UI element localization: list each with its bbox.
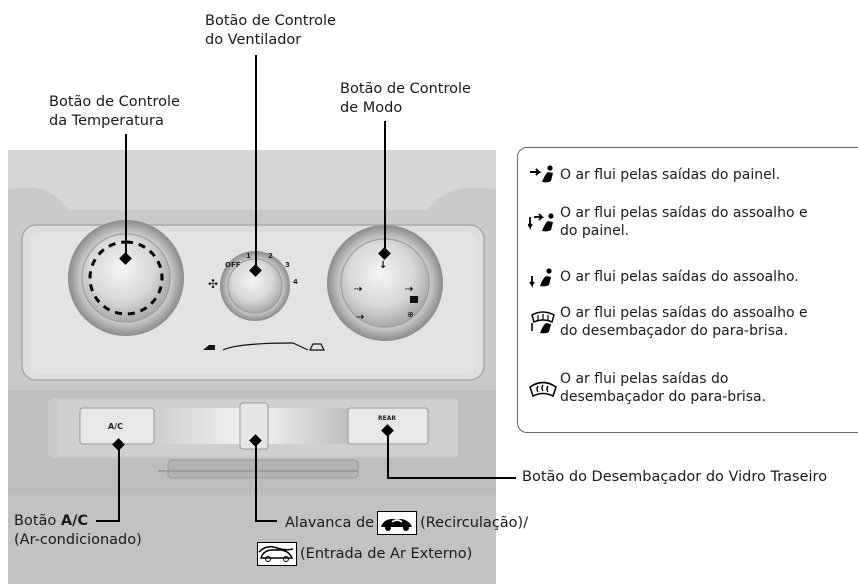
legend-text-floor-defrost-line1: O ar flui pelas saídas do assoalho e	[560, 305, 808, 321]
legend-item-floor-defrost: O ar flui pelas saídas do assoalho e do …	[528, 304, 808, 340]
fan-level-4-label: 4	[293, 278, 298, 286]
fan-off-label: OFF	[225, 261, 241, 269]
legend-text-dash: O ar flui pelas saídas do painel.	[560, 167, 781, 183]
lever-callout-prefix: Alavanca de	[285, 514, 375, 531]
rear-defrost-callout: Botão do Desembaçador do Vidro Traseiro	[522, 469, 828, 485]
rear-defrost-leader-vertical	[387, 430, 389, 478]
legend-item-defrost: O ar flui pelas saídas do desembaçador d…	[528, 370, 766, 406]
legend-text-defrost: O ar flui pelas saídas do desembaçador d…	[560, 370, 766, 406]
legend-text-floor-defrost-line2: do desembaçador do para-brisa.	[560, 323, 788, 339]
fresh-air-icon	[257, 542, 297, 566]
svg-text:⇢: ⇢	[354, 284, 362, 295]
legend-text-floor-dash-line1: O ar flui pelas saídas do assoalho e	[560, 205, 808, 221]
legend-text-floor-dash: O ar flui pelas saídas do assoalho e do …	[560, 204, 808, 240]
ac-callout-line2: (Ar-condicionado)	[14, 532, 142, 548]
windshield-defrost-icon	[529, 381, 557, 398]
svg-text:↓: ↓	[379, 260, 387, 271]
climate-control-panel: ✣ ↓ ⇢ ⇢ ⇢ ⊕	[8, 150, 496, 584]
mode-leader-line	[384, 121, 386, 251]
fan-level-1-label: 1	[246, 252, 251, 260]
fan-control-callout: Botão de Controle do Ventilador	[205, 12, 336, 50]
ac-leader-vertical	[118, 444, 120, 522]
svg-text:⇢: ⇢	[405, 284, 413, 295]
ac-callout-line1: Botão A/C	[14, 512, 142, 531]
floor-vent-icon	[529, 268, 552, 288]
lever-leader-horizontal	[255, 520, 277, 522]
fan-callout-line2: do Ventilador	[205, 32, 302, 48]
mode-control-callout: Botão de Controle de Modo	[340, 80, 471, 118]
mode-callout-line1: Botão de Controle	[340, 81, 471, 97]
svg-text:⇢: ⇢	[356, 312, 364, 323]
temperature-leader-line	[125, 134, 127, 258]
ac-button-label: A/C	[108, 422, 123, 431]
svg-text:✣: ✣	[208, 277, 218, 291]
fan-level-2-label: 2	[268, 252, 273, 260]
rear-defrost-leader-horizontal	[387, 477, 516, 479]
ac-leader-horizontal	[96, 520, 120, 522]
lever-callout-fresh: (Entrada de Ar Externo)	[300, 545, 473, 562]
svg-text:⊕: ⊕	[407, 310, 414, 319]
legend-text-floor: O ar flui pelas saídas do assoalho.	[560, 269, 799, 285]
fan-level-3-label: 3	[285, 261, 290, 269]
lever-callout-line2: (Entrada de Ar Externo)	[257, 542, 472, 566]
legend-text-floor-dash-line2: do painel.	[560, 223, 630, 239]
legend-item-dash: O ar flui pelas saídas do painel.	[528, 162, 780, 188]
ac-callout-prefix: Botão	[14, 513, 61, 529]
legend-item-floor: O ar flui pelas saídas do assoalho.	[528, 264, 799, 290]
floor-defrost-icon	[531, 311, 555, 334]
fan-callout-line1: Botão de Controle	[205, 13, 336, 29]
legend-item-floor-dash: O ar flui pelas saídas do assoalho e do …	[528, 204, 808, 240]
recirculation-icon	[377, 511, 418, 535]
ac-callout: Botão A/C (Ar-condicionado)	[14, 512, 142, 550]
mode-callout-line2: de Modo	[340, 100, 403, 116]
ac-callout-bold: A/C	[60, 513, 89, 529]
lever-callout-line1: Alavanca de (Recirculação)/	[285, 511, 528, 535]
rear-button-label: REAR	[378, 415, 396, 422]
temperature-callout-line2: da Temperatura	[49, 113, 164, 129]
floor-dash-vent-icon	[528, 213, 554, 232]
lever-callout-recirc: (Recirculação)/	[420, 514, 529, 531]
legend-text-floor-defrost: O ar flui pelas saídas do assoalho e do …	[560, 304, 808, 340]
dash-vent-icon	[530, 165, 553, 183]
lever-leader-vertical	[255, 440, 257, 522]
legend-text-defrost-line1: O ar flui pelas saídas do	[560, 371, 729, 387]
mode-legend: O ar flui pelas saídas do painel. O ar f…	[517, 147, 858, 433]
temperature-control-callout: Botão de Controle da Temperatura	[49, 93, 180, 131]
fan-leader-line	[255, 55, 257, 270]
legend-text-defrost-line2: desembaçador do para-brisa.	[560, 389, 767, 405]
temperature-callout-line1: Botão de Controle	[49, 94, 180, 110]
